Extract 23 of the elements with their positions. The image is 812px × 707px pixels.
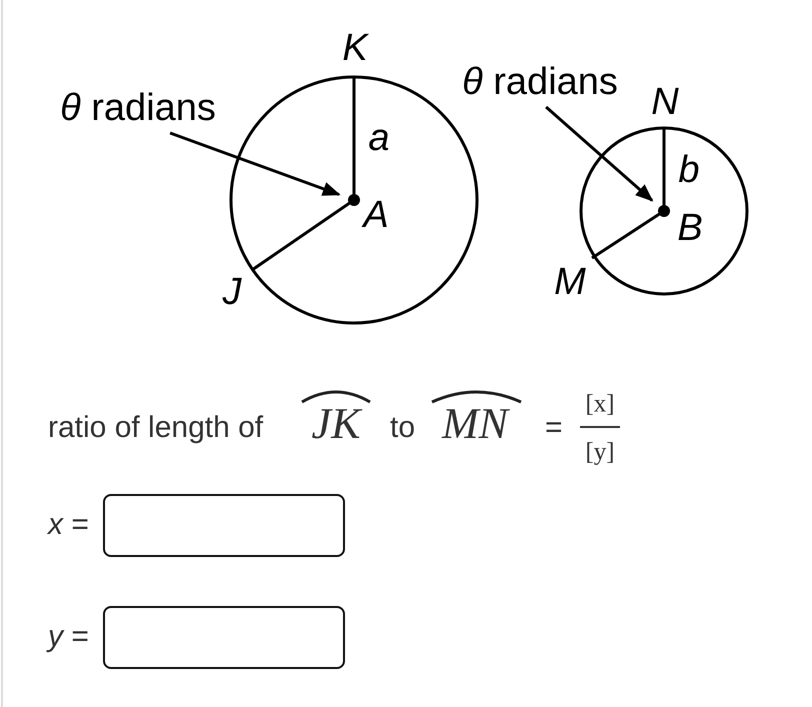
denominator: [y] (585, 440, 615, 464)
field-label: x = (48, 510, 89, 540)
arrow (545, 106, 654, 202)
radius-label: a (368, 119, 390, 157)
point-label: K (342, 29, 368, 67)
field-label: y = (48, 622, 89, 652)
point-label: B (677, 209, 703, 247)
arrow (170, 132, 341, 196)
center-point (348, 194, 360, 206)
radius-label: b (678, 151, 700, 189)
center-point (658, 205, 670, 217)
arc-name: MN (442, 402, 508, 446)
arc-name: JK (312, 402, 360, 446)
angle-label: θ radians (60, 89, 216, 127)
angle-label: θ radians (462, 63, 618, 101)
numerator: [x] (585, 392, 615, 416)
point-label: N (651, 83, 679, 121)
equals-sign: = (545, 413, 563, 443)
question-text: ratio of length of (48, 413, 264, 443)
point-label: J (222, 273, 242, 311)
point-label: A (363, 196, 389, 234)
question-text: to (390, 413, 416, 443)
point-label: M (554, 263, 586, 301)
